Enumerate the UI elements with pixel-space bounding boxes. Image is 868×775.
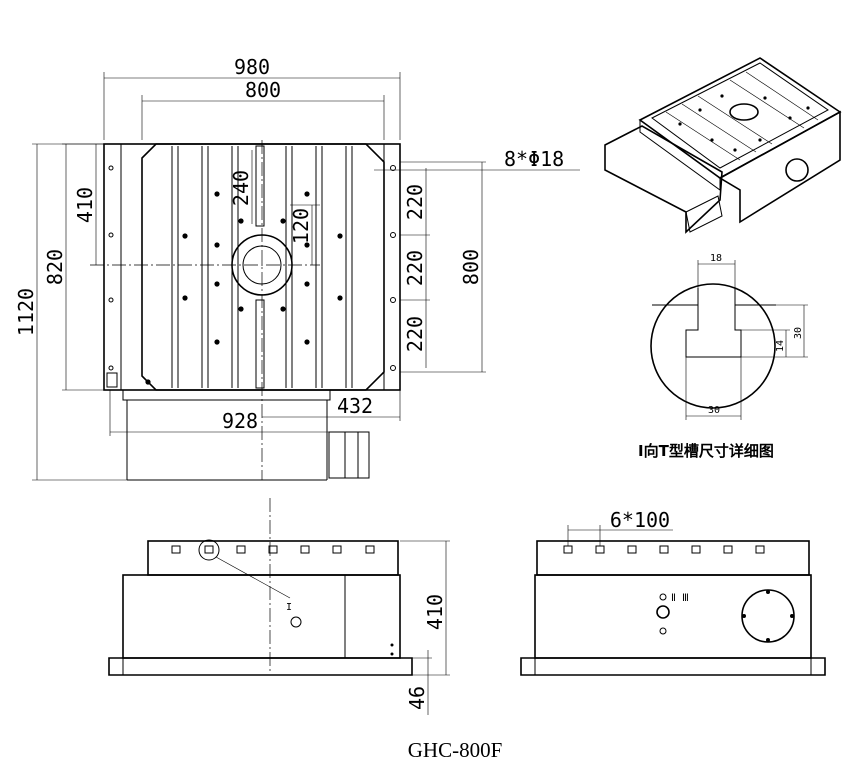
front-body: [122, 574, 401, 659]
isometric-view: [604, 57, 842, 234]
tslot-dim-18: 18: [710, 253, 722, 264]
dim-hole-callout: 8*Φ18: [504, 147, 564, 171]
tslot-dim-30-depth: 30: [793, 327, 804, 339]
dim-220-1: 220: [403, 184, 427, 220]
dim-432: 432: [337, 394, 373, 418]
dim-820: 820: [43, 249, 67, 285]
tslot-caption: I向T型槽尺寸详细图: [638, 442, 774, 460]
tslot-dim-14: 14: [775, 340, 786, 352]
detail-marker-label: I: [286, 602, 292, 613]
dim-240: 240: [229, 170, 253, 206]
dim-1120: 1120: [14, 288, 38, 336]
front-dim-410: 410: [423, 594, 447, 630]
dim-800-right: 800: [459, 249, 483, 285]
dim-800-top: 800: [245, 78, 281, 102]
t-slot-detail: 18 30 30 14 I向T型槽尺寸详细图: [638, 253, 808, 460]
pallet-plate: [141, 143, 385, 391]
dim-220-3: 220: [403, 316, 427, 352]
front-dim-46: 46: [405, 686, 429, 710]
side-motor-flange: [741, 589, 795, 643]
detail-circle: [650, 283, 776, 409]
side-body: [534, 574, 812, 659]
dim-410-top: 410: [73, 187, 97, 223]
side-view: Ⅱ Ⅲ 6*100: [520, 508, 826, 676]
side-dim-6x100: 6*100: [610, 508, 670, 532]
pallet-holes: [145, 191, 343, 385]
dim-120: 120: [289, 208, 313, 244]
perimeter-holes: [106, 165, 396, 388]
tslot-dim-30-bottom: 30: [708, 405, 720, 416]
t-slot-lines: [171, 146, 353, 388]
dim-928: 928: [222, 409, 258, 433]
detail-marker-circle: [198, 539, 220, 561]
iso-motor-housing: [604, 125, 723, 234]
model-title: GHC-800F: [408, 738, 503, 762]
dim-220-2: 220: [403, 250, 427, 286]
side-small-label: Ⅱ Ⅲ: [671, 593, 689, 604]
front-view: I 410 46: [108, 498, 450, 715]
dim-980: 980: [234, 55, 270, 79]
top-view: 980 800 1120 820 410 800 220 220 220 240: [14, 55, 580, 481]
side-pallet: [536, 540, 810, 576]
